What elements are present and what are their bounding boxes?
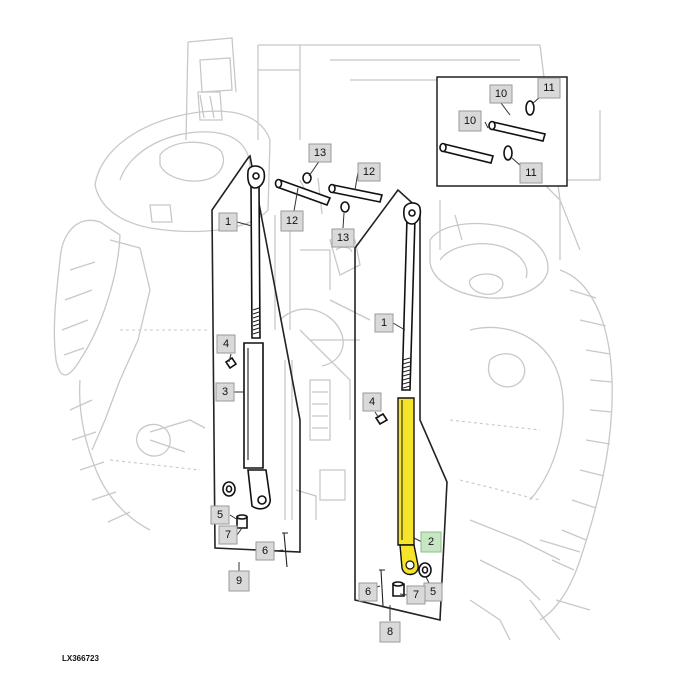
left-panel-outline [211,154,301,553]
callout-4-left: 4 [216,334,236,354]
svg-text:3: 3 [222,386,228,398]
svg-text:13: 13 [314,147,326,159]
right-panel-outline [354,188,448,621]
callout-13-top: 13 [308,143,332,163]
callout-11-bottom: 11 [519,162,543,184]
callout-8: 8 [379,621,401,643]
callout-4-right: 4 [362,392,382,412]
left-lift-rod-assembly [222,165,288,568]
callout-5-left: 5 [210,505,230,525]
callout-10-top: 10 [489,84,513,104]
svg-text:10: 10 [464,115,476,127]
highlighted-lower-link-end [399,544,419,576]
svg-text:9: 9 [236,575,242,587]
leader-lines [228,96,541,621]
svg-text:5: 5 [217,509,223,521]
svg-text:12: 12 [286,215,298,227]
callout-5-right: 5 [423,582,443,602]
svg-text:8: 8 [387,626,393,638]
svg-text:10: 10 [495,88,507,100]
svg-text:12: 12 [363,166,375,178]
callout-6-right: 6 [358,582,378,602]
callout-10-left: 10 [458,110,482,132]
callout-1-left: 1 [218,212,238,232]
svg-text:6: 6 [365,586,371,598]
svg-text:7: 7 [413,589,419,601]
center-pins [274,172,384,213]
callouts: 1 1 2 3 4 4 5 5 6 6 7 7 8 9 10 10 11 11 … [210,77,561,643]
svg-text:11: 11 [525,167,536,179]
callout-7-right: 7 [406,585,426,605]
svg-text:5: 5 [430,586,436,598]
callout-7-left: 7 [218,525,238,545]
highlighted-lower-link-tube [397,397,415,546]
diagram-reference-code: LX366723 [62,654,99,663]
svg-text:2: 2 [428,536,434,548]
callout-12-left: 12 [280,210,304,232]
svg-text:7: 7 [225,529,231,541]
svg-text:4: 4 [223,338,229,350]
svg-text:4: 4 [369,396,375,408]
svg-text:6: 6 [262,545,268,557]
callout-6-left: 6 [255,541,275,561]
callout-12-top: 12 [357,162,381,182]
callout-3: 3 [215,382,235,402]
svg-text:1: 1 [225,216,231,228]
callout-1-right: 1 [374,313,394,333]
callout-2: 2 [420,531,442,553]
svg-text:11: 11 [543,82,554,94]
right-lift-rod-assembly [374,202,432,607]
callout-11-top: 11 [537,77,561,99]
callout-9: 9 [228,570,250,592]
svg-text:1: 1 [381,317,387,329]
callout-13-bottom: 13 [331,228,355,248]
svg-text:13: 13 [337,232,349,244]
